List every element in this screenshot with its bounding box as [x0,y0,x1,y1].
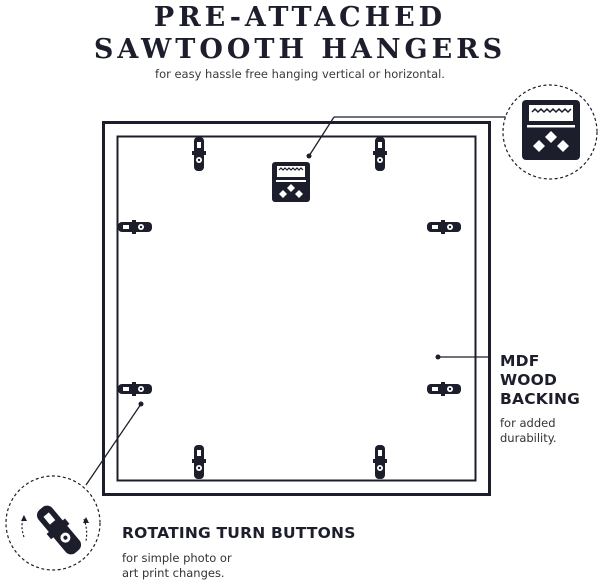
turn-button-icon [192,137,206,171]
turn-button-icon [118,220,152,234]
turn-button-icon [373,137,387,171]
mdf-callout-desc: for added durability. [500,416,557,446]
sawtooth-hanger-zoom-icon [522,100,580,160]
turn-button-icon [427,382,461,396]
turn-button-icon [373,445,387,479]
rotating-desc-line1: for simple photo or [122,551,232,565]
mdf-title-line1: MDF [500,352,540,370]
page-subtitle: for easy hassle free hanging vertical or… [155,67,445,81]
frame-outer-edge [102,121,491,496]
mdf-title-line3: BACKING [500,390,581,408]
rotating-callout-desc: for simple photo or art print changes. [122,551,282,581]
turn-button-zoom-icon [36,505,82,555]
turn-button-icon [192,445,206,479]
page-title-line2: SAWTOOTH HANGERS [93,34,507,65]
rotating-desc-line2: art print changes. [122,566,225,580]
rotating-callout-title: ROTATING TURN BUTTONS [122,524,356,542]
mdf-desc-line2: durability. [500,431,557,445]
turn-button-icon [427,220,461,234]
mdf-callout-title: MDF WOOD BACKING [500,352,580,409]
sawtooth-hanger-icon [272,162,310,202]
turn-button-icon [118,382,152,396]
mdf-title-line2: WOOD [500,371,558,389]
page-title-line1: PRE-ATTACHED [153,2,447,33]
mdf-backing-panel [116,135,477,482]
mdf-desc-line1: for added [500,416,556,430]
